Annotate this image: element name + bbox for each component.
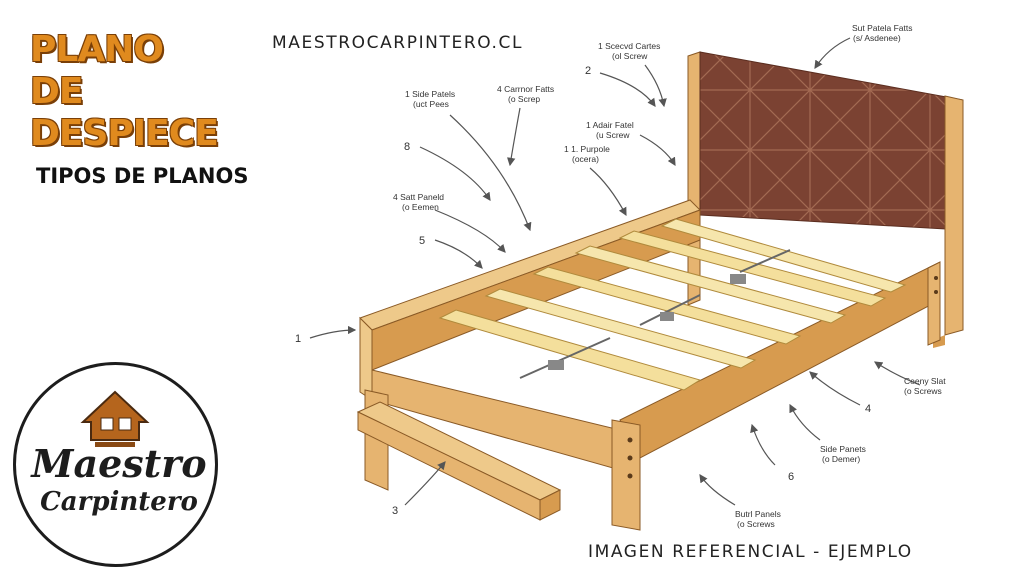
callout-ceeny-slat-sub: (o Screws <box>904 386 942 396</box>
callout-ceeny-slat: Ceeny Slat <box>904 376 946 386</box>
callout-satt-paneld-sub: (o Eemen <box>402 202 439 212</box>
title-line-2: DE <box>30 71 83 112</box>
house-icon <box>80 390 150 447</box>
callout-purpole: 1 1. Purpole <box>564 144 610 154</box>
callout-adair-fatel-sub: (u Screw <box>596 130 630 140</box>
number-2: 2 <box>585 65 591 77</box>
callout-sut-patela-fatts-sub: (s/ Asdenee) <box>853 33 901 43</box>
footer-caption: IMAGEN REFERENCIAL - EJEMPLO <box>588 542 913 562</box>
number-1: 1 <box>295 333 301 345</box>
maestro-carpintero-logo: Maestro Carpintero <box>13 362 218 567</box>
number-4: 4 <box>865 403 871 415</box>
callout-scecvd-cartes: 1 Scecvd Cartes <box>598 41 660 51</box>
number-8: 8 <box>404 141 410 153</box>
number-6: 6 <box>788 471 794 483</box>
callout-side-patels: 1 Side Patels <box>405 89 455 99</box>
subtitle: TIPOS DE PLANOS <box>36 164 249 188</box>
callout-butrl-panels: Butrl Panels <box>735 509 781 519</box>
website-url: MAESTROCARPINTERO.CL <box>272 33 524 53</box>
callout-purpole-sub: (ocera) <box>572 154 599 164</box>
callout-side-panets: Side Panets <box>820 444 866 454</box>
callout-side-patels-sub: (uct Pees <box>413 99 449 109</box>
callout-arrows <box>309 37 921 506</box>
logo-word-carpintero: Carpintero <box>40 487 198 517</box>
title-line-1: PLANO <box>30 29 164 70</box>
callout-adair-fatel: 1 Adair Fatel <box>586 120 634 130</box>
title-line-3: DESPIECE <box>30 113 219 154</box>
callout-scecvd-cartes-sub: (ol Screw <box>612 51 648 61</box>
callout-carrnor-fatts-sub: (o Screp <box>508 94 540 104</box>
bed-frame <box>359 199 941 531</box>
number-5: 5 <box>419 235 425 247</box>
bed-slats <box>438 218 907 391</box>
number-3: 3 <box>392 505 398 517</box>
loose-board <box>356 401 562 521</box>
callout-butrl-panels-sub: (o Screws <box>737 519 775 529</box>
logo-word-maestro: Maestro <box>31 441 207 486</box>
callout-side-panets-sub: (o Demer) <box>822 454 860 464</box>
callout-carrnor-fatts: 4 Carrnor Fatts <box>497 84 554 94</box>
callout-sut-patela-fatts: Sut Patela Fatts <box>852 23 912 33</box>
callout-satt-paneld: 4 Satt Paneld <box>393 192 444 202</box>
